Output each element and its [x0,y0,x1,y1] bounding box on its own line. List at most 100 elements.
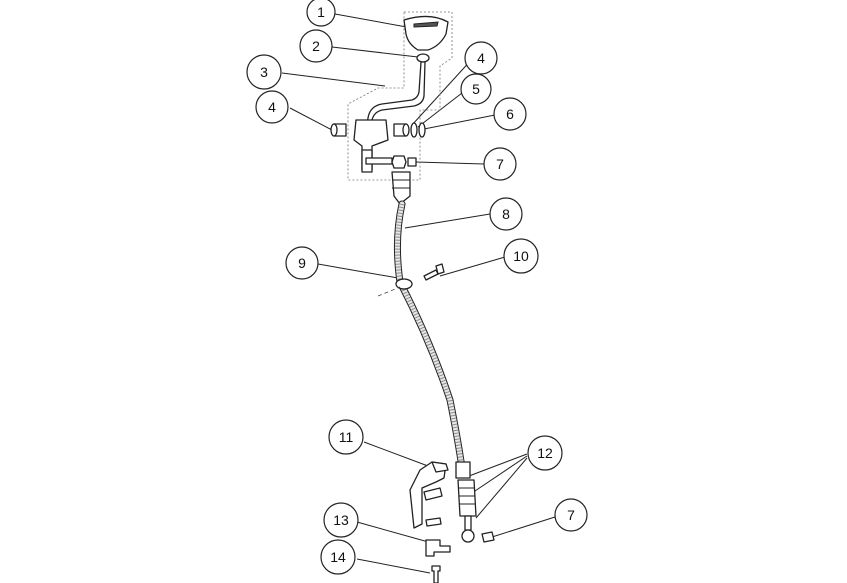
callout-8: 8 [489,197,523,231]
callout-7-lower-circle [554,498,588,532]
leader-13 [356,521,433,544]
callout-13-label: 13 [333,512,349,528]
mounting-bolt [431,565,441,583]
leader-9 [317,263,399,279]
callout-10-label: 10 [513,248,529,264]
callout-10-circle [503,238,539,274]
lower-fasteners [425,531,495,583]
callout-7-upper-label: 7 [496,156,504,172]
leader-1 [334,13,413,29]
cable-rod [464,515,472,531]
leader-12c [475,457,528,519]
cable-end-fitting-lower [455,461,471,479]
callout-4-right: 4 [464,41,498,75]
callout-9-circle [285,246,319,280]
grommet-screw [423,263,445,281]
callout-2-label: 2 [312,38,320,54]
cable-rod-eye [461,529,475,543]
knob-collar [416,53,430,63]
callout-11-label: 11 [339,429,354,445]
leader-8 [404,213,491,229]
callout-4-right-circle [464,41,498,75]
leader-4a [289,107,333,131]
leader-3 [281,72,386,87]
leader-7a [415,161,485,165]
callout-3: 3 [246,54,282,90]
callout-9-label: 9 [298,255,306,271]
callout-6-label: 6 [506,106,514,122]
callout-8-circle [489,197,523,231]
callout-4-left-circle [255,90,289,124]
bracket-bolt-2 [425,517,442,527]
callout-5: 5 [460,73,492,105]
callout-7-lower-label: 7 [567,507,575,523]
bushing-left-face [330,123,338,137]
callout-11-circle [328,419,364,455]
callout-14: 14 [320,539,356,575]
shift-knob [403,15,449,51]
leader-7b [491,516,556,538]
callout-7-lower: 7 [554,498,588,532]
callout-1-label: 1 [317,4,325,20]
callout-2-circle [299,29,333,63]
callout-13: 13 [323,502,359,538]
washer [410,122,418,138]
callout-12: 12 [527,435,563,471]
callout-3-label: 3 [260,64,268,80]
bracket-flange [431,461,449,473]
leader-2 [331,46,419,58]
bushing-right-face [402,123,410,137]
callout-7-upper-circle [483,147,517,181]
callout-4-left: 4 [255,90,289,124]
cable-end-nut-lower [481,531,495,543]
leader-6 [423,114,496,130]
callout-4-left-label: 4 [268,99,276,115]
callout-4-right-label: 4 [477,50,485,66]
ball-stud-upper [407,157,417,167]
leader-lines [281,13,556,574]
callout-9: 9 [285,246,319,280]
screw-head [435,263,445,275]
callout-11: 11 [328,419,364,455]
leader-4b [411,57,474,126]
callout-1: 1 [306,0,336,27]
callout-12-label: 12 [537,445,553,461]
elbow-fitting [425,539,451,557]
callout-10: 10 [503,238,539,274]
leader-14 [356,558,431,574]
cross-pin [365,157,393,165]
grommet-axis [377,286,401,297]
bracket-bolt-1 [423,487,443,501]
callout-8-label: 8 [502,206,510,222]
cable-sheath-outline [393,200,466,472]
callout-2: 2 [299,29,333,63]
callout-7-upper: 7 [483,147,517,181]
callout-14-circle [320,539,356,575]
callout-14-label: 14 [330,549,346,565]
leader-11 [363,441,429,467]
cable-sheath-ribs [394,203,465,469]
callout-12-circle [527,435,563,471]
shift-cable [377,171,477,543]
leader-12a [468,453,528,477]
callout-6-circle [493,97,527,131]
callout-6: 6 [493,97,527,131]
cable-bellows [457,479,477,517]
callout-1-circle [306,0,336,27]
cable-bracket [409,461,449,529]
cable-end-nut-upper [391,155,407,169]
callouts: 1 2 3 4 4 5 6 7 [246,0,588,575]
lever-assembly-outline [347,11,453,181]
callout-5-label: 5 [472,81,480,97]
screw-body [423,269,439,281]
callout-3-circle [246,54,282,90]
leader-12b [471,455,528,494]
leader-10 [439,256,506,277]
clip-ring [418,122,426,138]
knob-logo [413,21,439,28]
callout-5-circle [460,73,492,105]
cable-grommet [395,278,413,290]
shifter-assembly [330,11,453,181]
callout-13-circle [323,502,359,538]
